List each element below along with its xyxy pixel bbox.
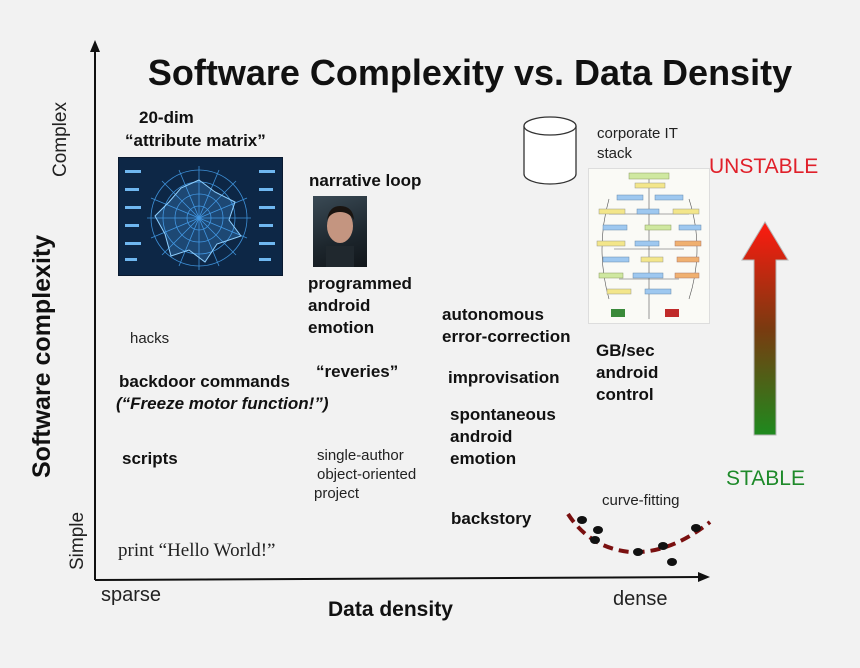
radar-chart-icon	[119, 158, 282, 275]
x-axis-sparse: sparse	[101, 584, 161, 607]
y-axis-complex: Complex	[50, 102, 72, 177]
attribute-matrix-label: 20-dim “attribute matrix”	[125, 106, 266, 152]
reveries-label: “reveries”	[316, 362, 398, 382]
page-title: Software Complexity vs. Data Density	[0, 52, 860, 94]
x-axis-label: Data density	[328, 598, 453, 622]
curve-fit-icon	[560, 500, 720, 580]
spontaneous-emotion-label: spontaneous android emotion	[450, 404, 556, 470]
single-author-label: single-author object-oriented project	[314, 446, 416, 503]
hacks-label: hacks	[130, 330, 169, 347]
scripts-label: scripts	[122, 449, 178, 469]
backdoor-label: backdoor commands (“Freeze motor functio…	[116, 371, 329, 415]
stable-label: STABLE	[726, 467, 805, 491]
autonomous-label: autonomous error-correction	[442, 304, 570, 348]
corporate-it-label: corporate IT stack	[597, 124, 678, 164]
attribute-matrix-image	[118, 157, 283, 276]
y-axis-label: Software complexity	[28, 235, 57, 478]
programmed-emotion-label: programmed android emotion	[308, 273, 412, 339]
flowchart-icon	[589, 169, 709, 323]
android-portrait-image	[313, 196, 367, 267]
hello-world-label: print “Hello World!”	[118, 540, 275, 562]
x-axis-dense: dense	[613, 588, 668, 611]
face-icon	[313, 196, 367, 267]
stability-arrow-icon	[740, 220, 790, 440]
unstable-label: UNSTABLE	[709, 155, 818, 179]
gbsec-control-label: GB/sec android control	[596, 340, 658, 406]
narrative-loop-label: narrative loop	[309, 171, 421, 191]
y-axis-simple: Simple	[67, 512, 89, 570]
database-icon	[522, 114, 578, 186]
backstory-label: backstory	[451, 509, 531, 529]
it-stack-flowchart-image	[588, 168, 710, 324]
improvisation-label: improvisation	[448, 368, 559, 388]
